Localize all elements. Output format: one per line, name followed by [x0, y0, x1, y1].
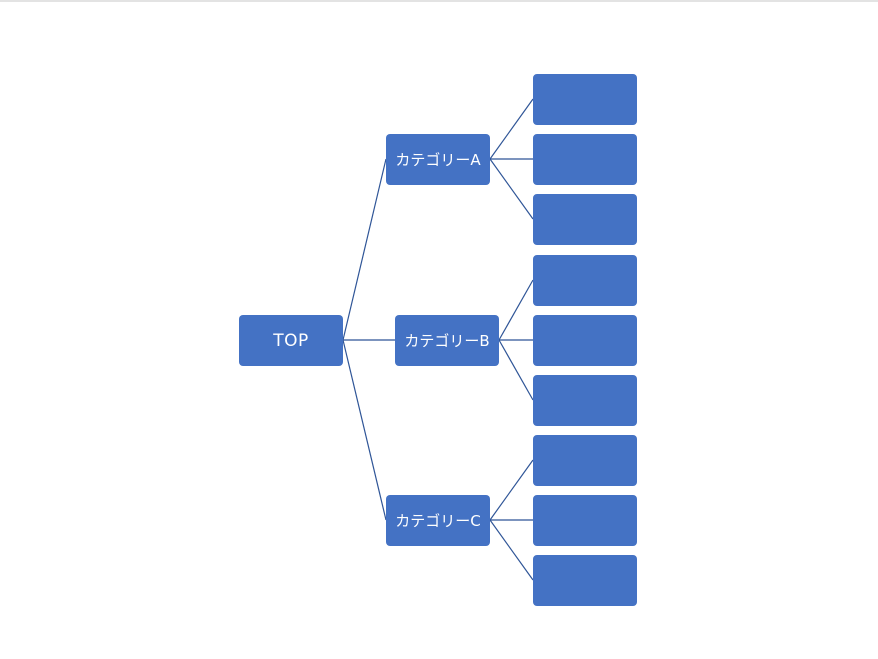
connector-category-b-to-leaf-1 — [498, 279, 534, 341]
node-category-a-label: カテゴリーA — [395, 151, 481, 169]
connector-top-to-category-a — [342, 158, 387, 341]
leaf-node-c2[interactable] — [533, 495, 637, 546]
node-category-a[interactable]: カテゴリーA — [386, 134, 490, 185]
top-divider — [0, 0, 878, 2]
node-category-c-label: カテゴリーC — [395, 512, 481, 530]
node-category-c[interactable]: カテゴリーC — [386, 495, 490, 546]
connector-top-to-category-c — [342, 339, 387, 521]
node-category-b-label: カテゴリーB — [404, 332, 490, 350]
connector-category-b-to-leaf-3 — [498, 339, 534, 401]
leaf-node-c3[interactable] — [533, 555, 637, 606]
leaf-node-a3[interactable] — [533, 194, 637, 245]
leaf-node-a1[interactable] — [533, 74, 637, 125]
node-top-label: TOP — [273, 330, 309, 351]
leaf-node-b2[interactable] — [533, 315, 637, 366]
connector-category-a-to-leaf-1 — [489, 98, 534, 160]
connector-category-a-to-leaf-3 — [489, 158, 534, 220]
leaf-node-b1[interactable] — [533, 255, 637, 306]
connector-category-c-to-leaf-1 — [489, 459, 534, 521]
leaf-node-c1[interactable] — [533, 435, 637, 486]
leaf-node-b3[interactable] — [533, 375, 637, 426]
node-category-b[interactable]: カテゴリーB — [395, 315, 499, 366]
leaf-node-a2[interactable] — [533, 134, 637, 185]
node-top[interactable]: TOP — [239, 315, 343, 366]
connector-category-c-to-leaf-3 — [489, 519, 534, 581]
